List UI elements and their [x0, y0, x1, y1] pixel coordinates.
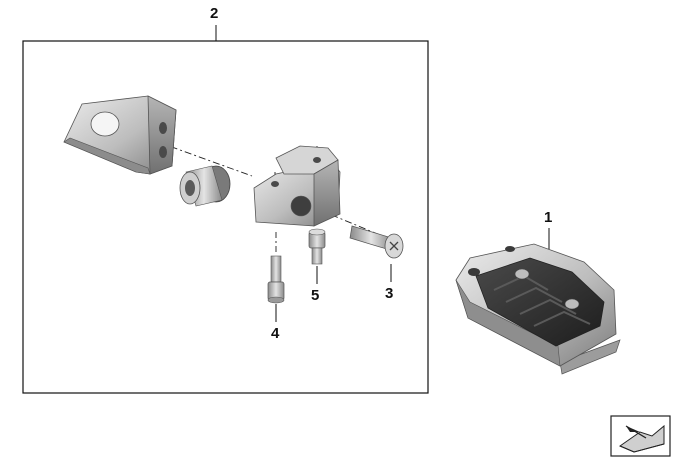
socket-bolt-short	[308, 228, 326, 265]
mounting-bracket	[63, 95, 177, 175]
callout-3: 3	[385, 285, 394, 302]
footpeg-assembly	[455, 228, 621, 375]
spacer-bushing	[179, 165, 231, 207]
assembly-view-icon	[610, 415, 671, 457]
countersunk-screw	[349, 225, 404, 259]
callout-2: 2	[210, 5, 219, 22]
assembly-frame	[22, 40, 429, 394]
callout-1: 1	[544, 209, 553, 226]
callout-4: 4	[271, 325, 280, 342]
socket-bolt-long	[267, 232, 285, 304]
adapter-block	[253, 145, 341, 227]
callout-5: 5	[311, 287, 320, 304]
